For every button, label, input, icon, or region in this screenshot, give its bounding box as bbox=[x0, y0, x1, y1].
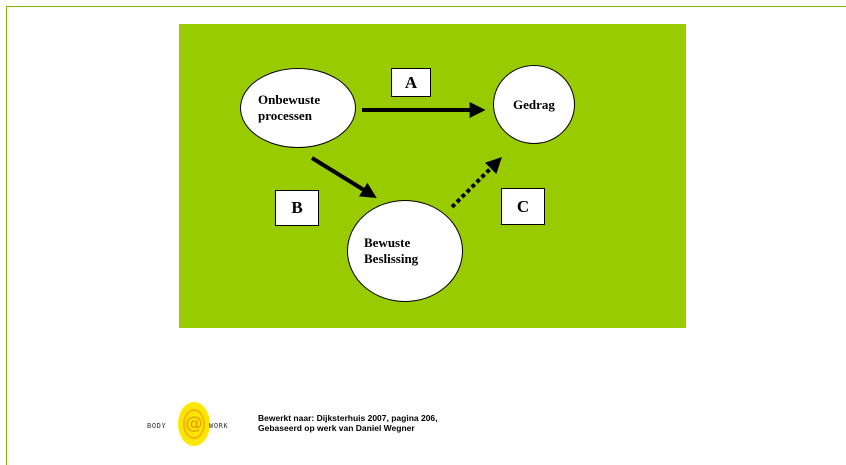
caption-line2: Gebaseerd op werk van Daniel Wegner bbox=[258, 423, 415, 433]
label-a: A bbox=[404, 72, 418, 92]
node-conscious-line2: Beslissing bbox=[364, 251, 419, 266]
body-at-work-logo-icon: @ BODY WORK bbox=[147, 402, 228, 446]
label-box-b: B bbox=[275, 190, 319, 226]
source-caption: Bewerkt naar: Dijksterhuis 2007, pagina … bbox=[258, 413, 438, 433]
svg-text:@: @ bbox=[185, 413, 203, 434]
arrow-c bbox=[450, 157, 502, 209]
node-behavior-label: Gedrag bbox=[513, 96, 555, 112]
node-unconscious-processes: Onbewuste processen bbox=[240, 68, 356, 148]
arrow-b bbox=[310, 156, 377, 198]
label-box-c: C bbox=[501, 188, 545, 225]
caption-line1: Bewerkt naar: Dijksterhuis 2007, pagina … bbox=[258, 413, 438, 423]
svg-text:WORK: WORK bbox=[209, 422, 228, 430]
node-unconscious-line1: Onbewuste bbox=[258, 92, 321, 107]
label-b: B bbox=[291, 198, 303, 217]
slide-frame bbox=[6, 6, 846, 465]
node-conscious-decision: Bewuste Beslissing bbox=[347, 200, 463, 302]
node-conscious-line1: Bewuste bbox=[364, 235, 411, 250]
node-behavior: Gedrag bbox=[493, 65, 575, 144]
svg-text:BODY: BODY bbox=[147, 422, 166, 430]
label-box-a: A bbox=[391, 68, 431, 97]
node-unconscious-line2: processen bbox=[258, 108, 312, 123]
label-c: C bbox=[516, 196, 530, 216]
